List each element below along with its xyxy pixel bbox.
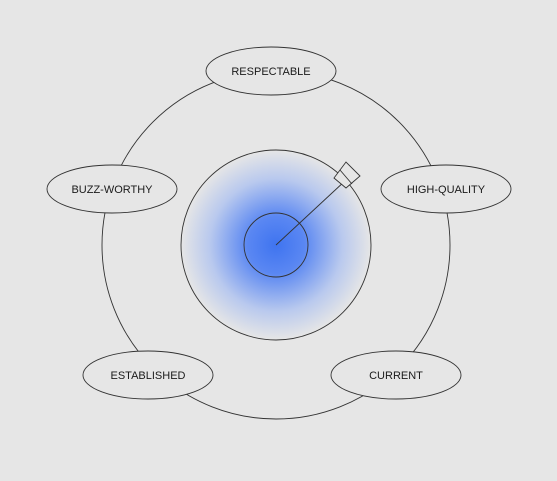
attribute-current: CURRENT xyxy=(330,350,462,400)
attribute-buzz-worthy: BUZZ-WORTHY xyxy=(46,164,178,214)
target-bullseye xyxy=(243,212,309,278)
attribute-respectable: RESPECTABLE xyxy=(205,46,337,96)
attribute-label: ESTABLISHED xyxy=(111,370,186,382)
attribute-established: ESTABLISHED xyxy=(82,350,214,400)
attribute-label: BUZZ-WORTHY xyxy=(71,184,153,196)
attribute-label: CURRENT xyxy=(369,370,423,382)
attribute-high-quality: HIGH-QUALITY xyxy=(380,164,512,214)
attribute-label: HIGH-QUALITY xyxy=(407,184,486,196)
dart-arrow-icon xyxy=(275,161,361,246)
attribute-label: RESPECTABLE xyxy=(231,66,310,78)
